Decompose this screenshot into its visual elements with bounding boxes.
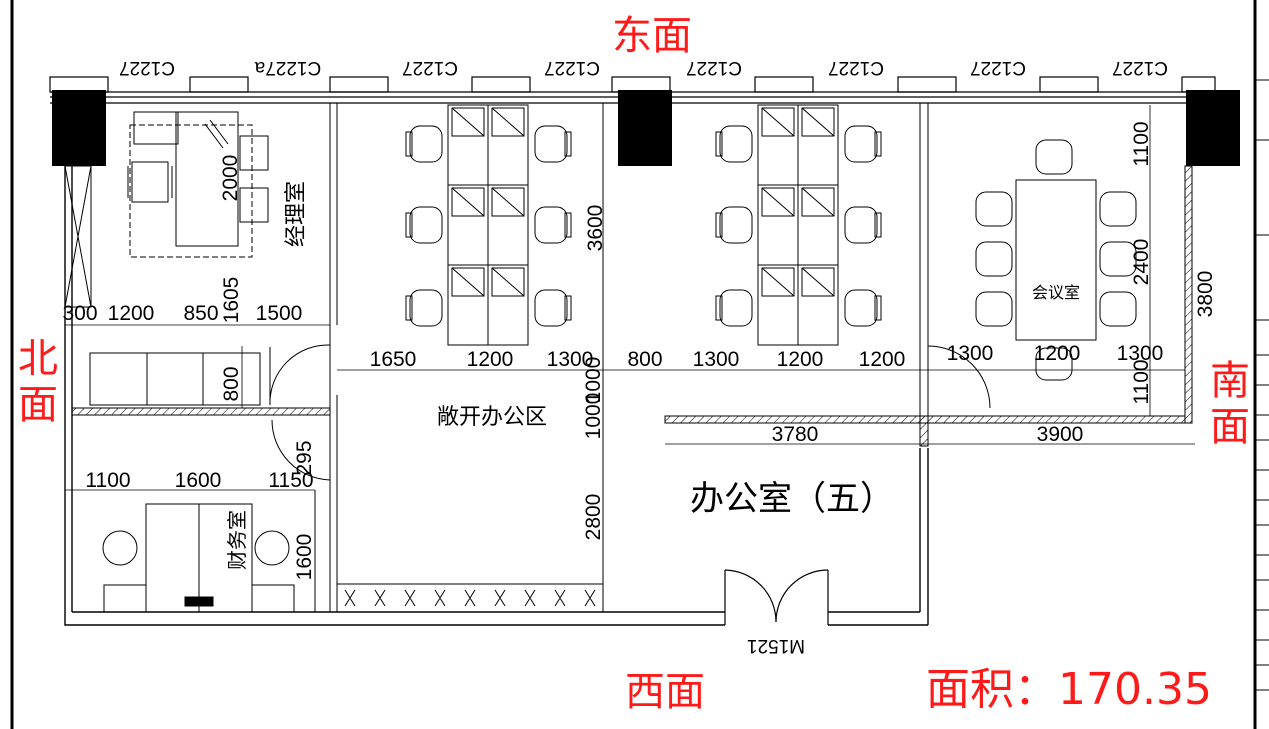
dimension-label: 2000 [219, 155, 242, 202]
workstations-left [447, 104, 529, 346]
dimension-label: 1600 [293, 534, 316, 581]
dimension-label: 3900 [1037, 423, 1084, 446]
dimension-row-1: 300 1200 850 1500 [62, 302, 302, 325]
storage-cabinets [336, 583, 604, 613]
room-label-manager: 经理室 [284, 181, 309, 247]
finance-door-swing [271, 419, 331, 481]
area-annotation: 面积：170.35 [926, 668, 1212, 712]
dimension-label: 1100 [1130, 121, 1153, 166]
room-label-open-office: 敞开办公区 [437, 405, 547, 430]
outer-walls [64, 166, 929, 626]
meeting-table [975, 139, 1137, 381]
dimension-label: 1300 [1117, 342, 1164, 365]
dimension-label: 2800 [582, 494, 605, 541]
dimension-label: 800 [627, 348, 662, 371]
sofa [89, 352, 261, 406]
dimension-label: 1605 [220, 277, 243, 324]
finance-desks [102, 503, 295, 613]
dimension-label: 1200 [108, 302, 155, 325]
dimension-label: 1650 [370, 348, 417, 371]
window-label: C1227 [1112, 57, 1168, 78]
dimension-label: 1200 [467, 348, 514, 371]
dimension-label: 2400 [1130, 239, 1153, 286]
dimension-label: 800 [220, 366, 243, 401]
window-label: C1227 [686, 57, 742, 78]
meeting-door-swing [927, 345, 991, 409]
dimension-label: 3780 [772, 423, 819, 446]
dimension-label: 1300 [947, 342, 994, 365]
direction-west: 西面 [625, 669, 705, 715]
dimension-label: 1200 [859, 348, 906, 371]
area-value: 170.35 [1058, 664, 1212, 715]
partition-walls [71, 103, 1193, 612]
dimension-row-4: 3780 3900 [772, 423, 1084, 446]
window-label: C1227a [254, 57, 321, 78]
office-chairs [405, 125, 882, 327]
dimension-label: 1500 [256, 302, 303, 325]
dimension-label: 850 [183, 302, 218, 325]
direction-east: 东面 [612, 13, 692, 59]
dimension-lines [65, 105, 1195, 584]
window-label: C1227 [119, 57, 175, 78]
dimension-label: 1100 [1130, 359, 1153, 404]
window-labels: C1227 C1227a C1227 C1227 C1227 C1227 C12… [119, 57, 1168, 78]
dimension-label: 300 [62, 302, 97, 325]
direction-north: 北面 [18, 336, 58, 428]
room-label-meeting: 会议室 [1032, 283, 1080, 302]
area-label: 面积： [926, 664, 1058, 715]
dimension-label: 1300 [547, 348, 594, 371]
dimension-label: 1200 [1034, 342, 1081, 365]
workstations-right [757, 104, 839, 346]
window-label: C1227 [828, 57, 884, 78]
door-label: M1521 [747, 635, 805, 656]
direction-south: 南面 [1210, 358, 1250, 450]
room-label-finance: 财务室 [225, 510, 249, 570]
dimension-vertical: 2000 3600 800 1000 1000 2800 295 1600 11… [219, 121, 1217, 580]
dimension-row-3: 1100 1600 1150 [85, 469, 313, 492]
window-label: C1227 [402, 57, 458, 78]
dimension-label: 1150 [268, 469, 313, 492]
dimension-label: 1000 [582, 393, 605, 440]
dimension-row-2: 1650 1200 1300 800 1300 1200 1200 1300 1… [370, 342, 1164, 371]
dimension-label: 1200 [777, 348, 824, 371]
manager-desk [127, 111, 269, 258]
left-window-strip [64, 165, 92, 308]
dimension-label: 1100 [85, 469, 130, 492]
dimension-label: 295 [293, 440, 316, 475]
dimension-label: 3600 [584, 205, 607, 252]
dimension-label: 1300 [693, 348, 740, 371]
window-label: C1227 [544, 57, 600, 78]
dimension-label: 3800 [1194, 271, 1217, 318]
entrance-door [724, 569, 829, 625]
manager-door-swing [269, 344, 331, 406]
dimension-label: 1000 [582, 357, 605, 404]
structural-columns [52, 90, 1240, 166]
window-label: C1227 [970, 57, 1026, 78]
plan-title: 办公室（五） [690, 479, 894, 519]
dimension-label: 1600 [175, 469, 222, 492]
title-block-ticks [1255, 79, 1269, 691]
